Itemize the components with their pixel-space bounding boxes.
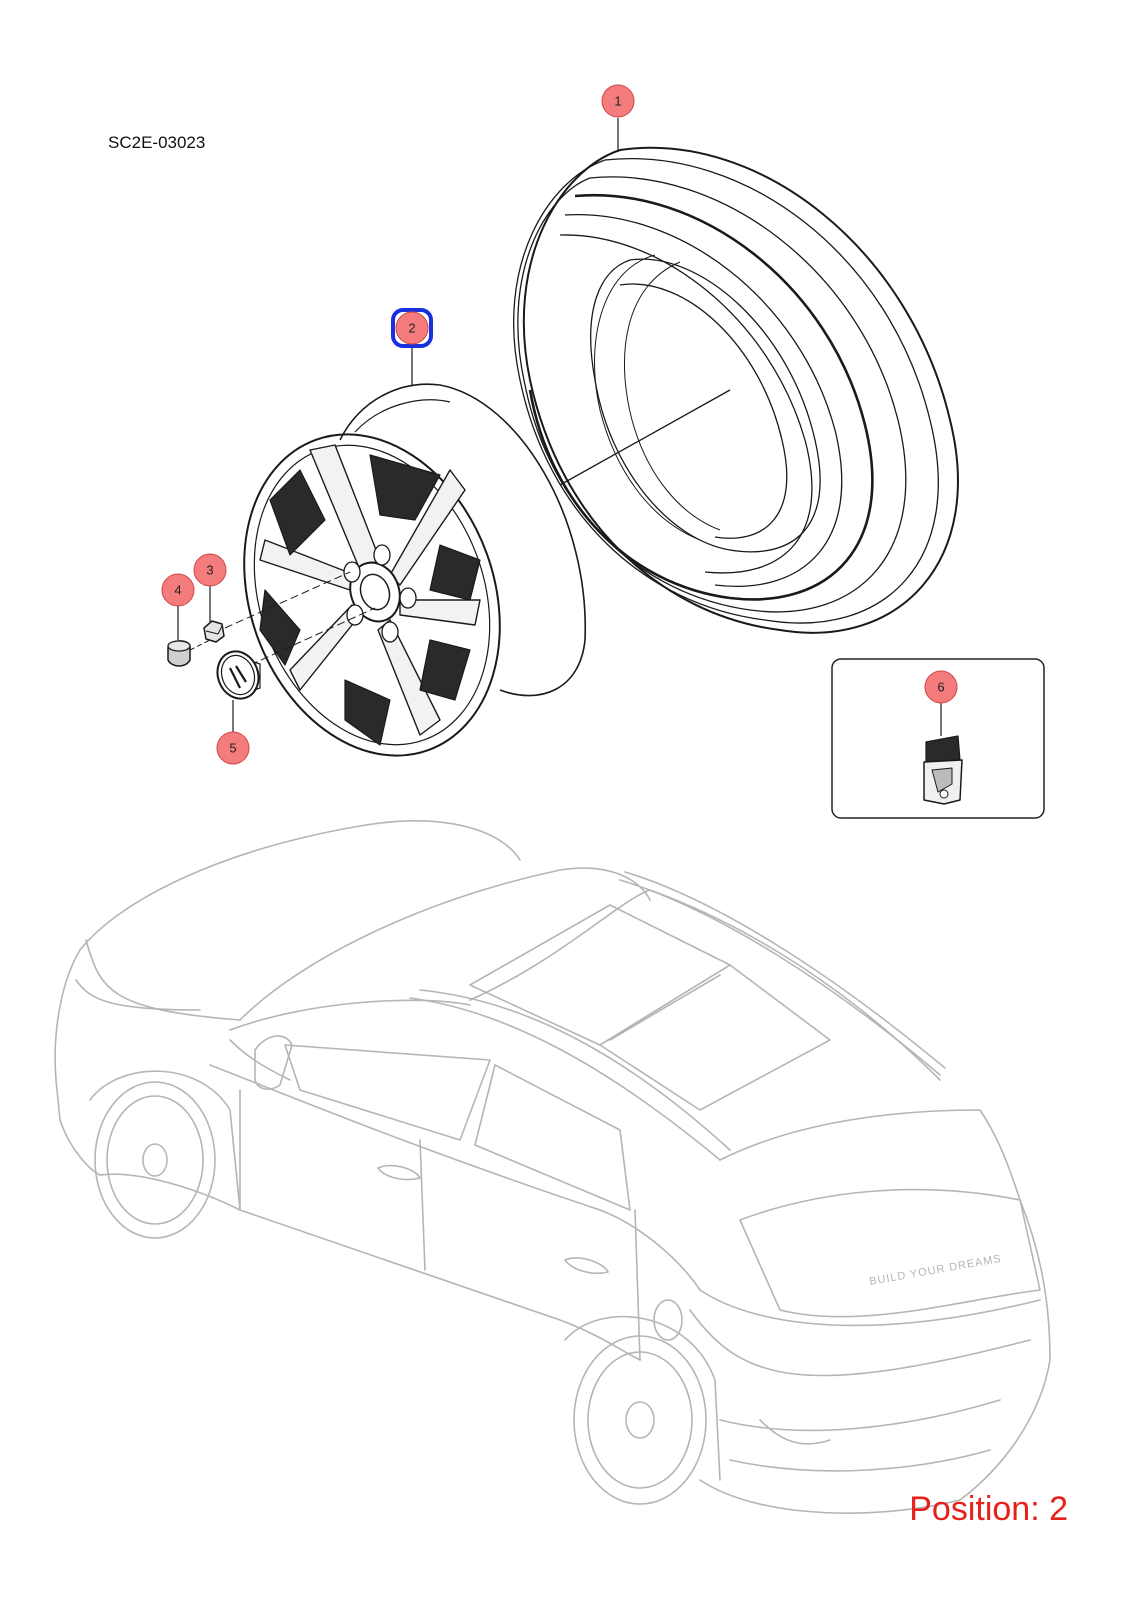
callout-3[interactable]: 3 [193, 553, 227, 587]
small-parts [167, 118, 619, 732]
selected-callout-highlight [391, 308, 433, 348]
callout-circle [395, 311, 429, 345]
callout-circle [193, 553, 227, 587]
callout-1[interactable]: 1 [601, 84, 635, 118]
callout-label: 3 [206, 563, 213, 578]
wheel-nut-part [203, 620, 225, 643]
callout-circle [924, 670, 958, 704]
callout-circle [216, 731, 250, 765]
nut-cap-part [167, 640, 191, 667]
callout-label: 2 [408, 321, 415, 336]
tpms-inset-box [831, 658, 1045, 819]
tire-illustration [512, 146, 959, 634]
callout-label: 1 [614, 94, 621, 109]
tpms-sensor-part [923, 735, 963, 805]
callout-circle [161, 573, 195, 607]
callout-circle [601, 84, 635, 118]
wheel-illustration [243, 383, 586, 757]
callout-label: 6 [937, 680, 944, 695]
callout-layer: 1 2 3 4 5 6 [161, 84, 958, 765]
vehicle-outline: BUILD YOUR DREAMS [54, 820, 1051, 1514]
callout-2[interactable]: 2 [391, 308, 433, 348]
callout-6[interactable]: 6 [924, 670, 958, 704]
rear-badge-text: BUILD YOUR DREAMS [868, 1253, 1002, 1288]
document-code: SC2E-03023 [108, 133, 206, 152]
callout-label: 4 [174, 583, 181, 598]
callout-label: 5 [229, 741, 236, 756]
center-cap-part [216, 650, 261, 700]
callout-5[interactable]: 5 [216, 731, 250, 765]
position-label: Position: 2 [909, 1490, 1068, 1528]
callout-4[interactable]: 4 [161, 573, 195, 607]
